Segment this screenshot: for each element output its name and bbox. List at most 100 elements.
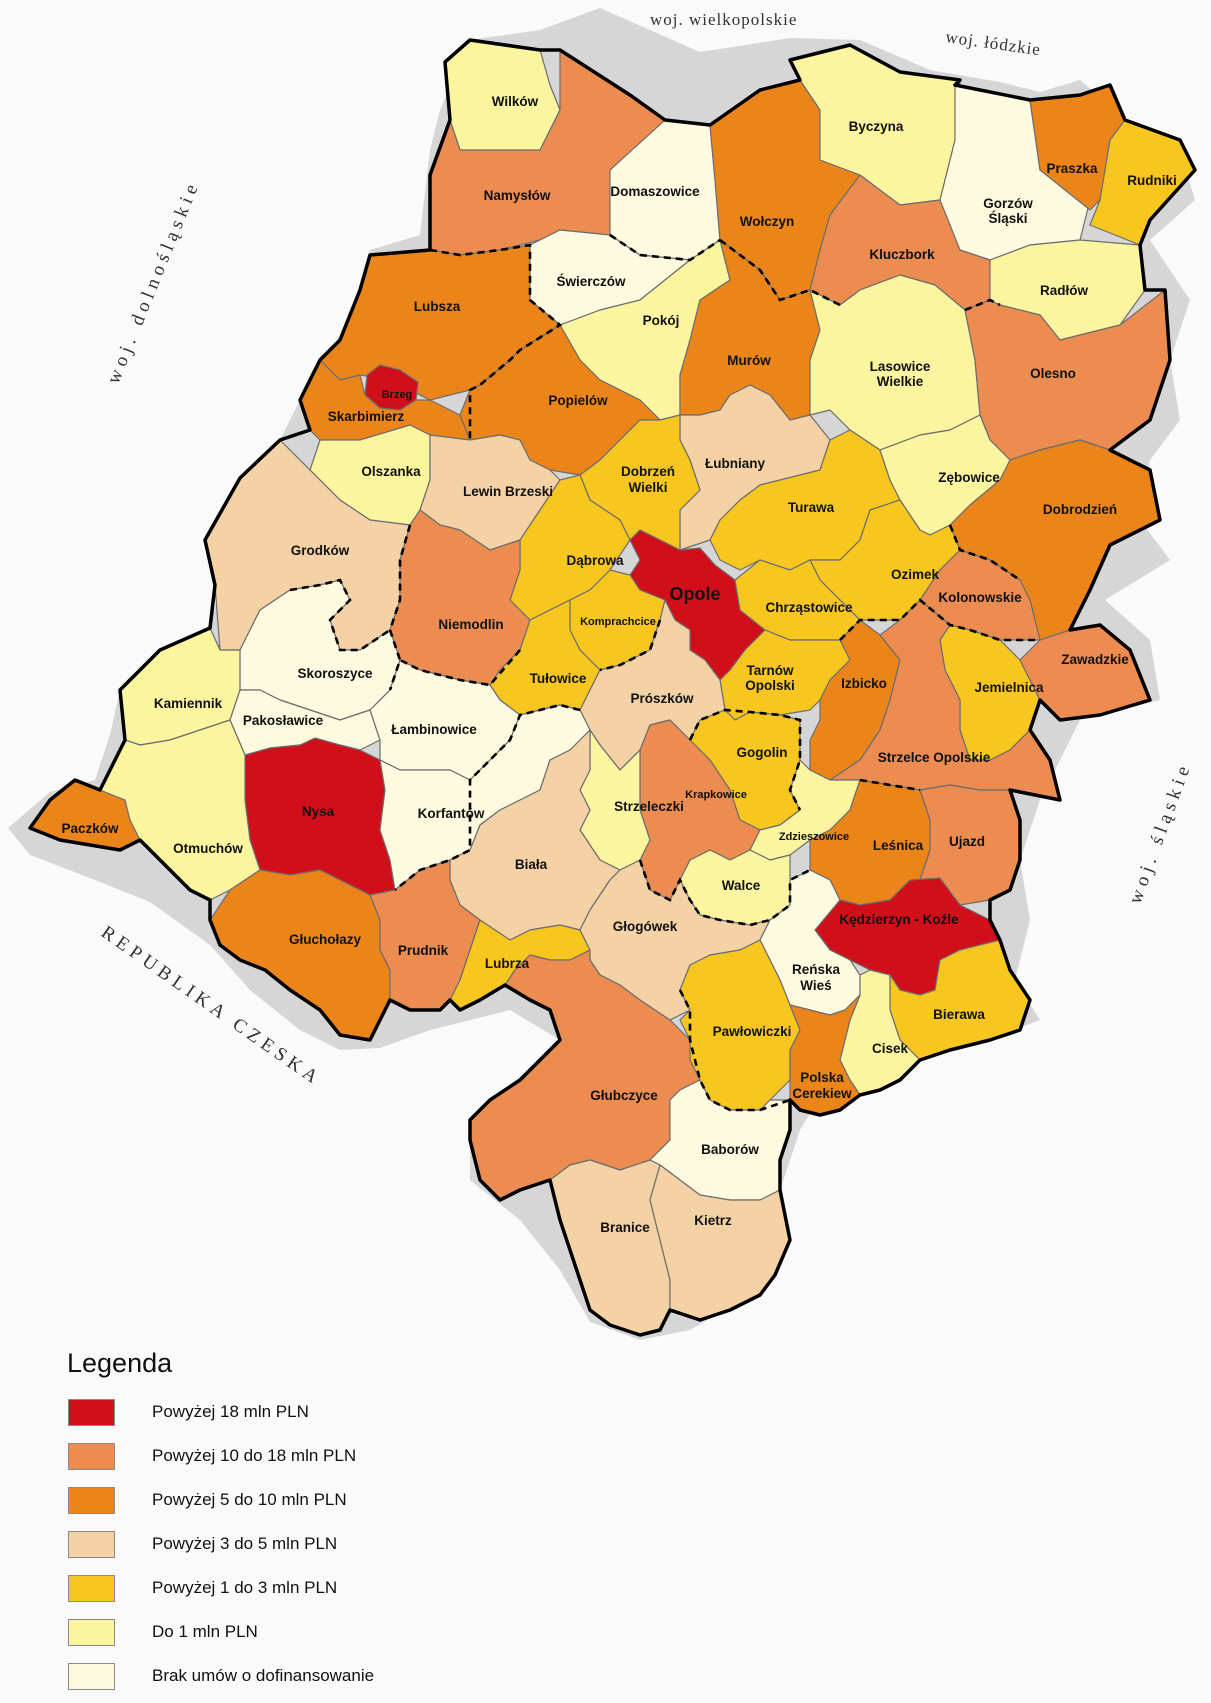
label-cisek: Cisek bbox=[872, 1041, 909, 1056]
neighbor-dolnoslaskie: woj. dolnośląskie bbox=[103, 177, 204, 387]
label-walce: Walce bbox=[722, 878, 761, 893]
label-nysa: Nysa bbox=[302, 804, 335, 819]
region-otmuchow bbox=[99, 719, 261, 901]
label-olesno: Olesno bbox=[1030, 366, 1076, 381]
label-tarnow-2: Opolski bbox=[745, 678, 795, 693]
legend-item: Powyżej 1 do 3 mln PLN bbox=[66, 1571, 666, 1615]
label-dobrodzien: Dobrodzień bbox=[1043, 502, 1117, 517]
legend-label: Powyżej 5 do 10 mln PLN bbox=[152, 1490, 347, 1509]
label-skarbimierz: Skarbimierz bbox=[328, 409, 405, 424]
label-turawa: Turawa bbox=[788, 500, 835, 515]
label-kietrz: Kietrz bbox=[694, 1213, 732, 1228]
label-chrzastowice: Chrząstowice bbox=[765, 600, 853, 615]
label-lubniany: Łubniany bbox=[705, 456, 765, 471]
label-kamiennik: Kamiennik bbox=[154, 696, 223, 711]
label-brzeg: Brzeg bbox=[382, 389, 413, 401]
label-byczyna: Byczyna bbox=[849, 119, 904, 134]
label-krapkowice: Krapkowice bbox=[685, 789, 747, 801]
label-zebowice: Zębowice bbox=[938, 470, 1000, 485]
label-strzeleczki: Strzeleczki bbox=[614, 799, 684, 814]
label-swierczow: Świerczów bbox=[556, 274, 626, 289]
label-opole: Opole bbox=[669, 584, 720, 604]
legend-swatch bbox=[68, 1575, 115, 1602]
label-pawlowiczki: Pawłowiczki bbox=[713, 1024, 792, 1039]
legend-label: Powyżej 10 do 18 mln PLN bbox=[152, 1446, 357, 1465]
region-polska bbox=[789, 994, 861, 1116]
label-ujazd: Ujazd bbox=[949, 834, 985, 849]
label-komprachcice: Komprachcice bbox=[580, 616, 656, 628]
label-dobrzen-1: Dobrzeń bbox=[621, 464, 675, 479]
label-skoroszyce: Skoroszyce bbox=[297, 666, 373, 681]
label-kolonowskie: Kolonowskie bbox=[938, 590, 1022, 605]
label-radlow: Radłów bbox=[1040, 283, 1089, 298]
label-grodkow: Grodków bbox=[291, 543, 350, 558]
label-polska-1: Polska bbox=[800, 1070, 844, 1085]
label-paczkow: Paczków bbox=[61, 821, 119, 836]
label-tarnow-1: Tarnów bbox=[747, 663, 794, 678]
label-popielow: Popielów bbox=[548, 393, 608, 408]
label-domaszowice: Domaszowice bbox=[610, 184, 700, 199]
label-bierawa: Bierawa bbox=[933, 1007, 985, 1022]
label-gogolin: Gogolin bbox=[737, 745, 788, 760]
label-proszkow: Prószków bbox=[630, 691, 694, 706]
label-branice: Branice bbox=[600, 1220, 650, 1235]
label-olszanka: Olszanka bbox=[361, 464, 421, 479]
label-lesnica: Leśnica bbox=[873, 838, 924, 853]
legend-swatch bbox=[68, 1399, 115, 1426]
label-lasowice-1: Lasowice bbox=[870, 359, 931, 374]
label-renska-2: Wieś bbox=[800, 978, 831, 993]
label-glubczyce: Głubczyce bbox=[590, 1088, 658, 1103]
voivodeship-map: woj. wielkopolskie woj. łódzkie woj. dol… bbox=[8, 8, 1197, 1340]
legend-label: Powyżej 1 do 3 mln PLN bbox=[152, 1578, 338, 1597]
label-murow: Murów bbox=[727, 353, 771, 368]
label-ozimek: Ozimek bbox=[891, 567, 940, 582]
legend-swatch bbox=[68, 1663, 115, 1690]
region-labels: Wilków Namysłów Domaszowice Wołczyn Bycz… bbox=[61, 94, 1176, 1235]
label-pokoj: Pokój bbox=[643, 313, 680, 328]
label-lewin: Lewin Brzeski bbox=[463, 484, 553, 499]
label-jemielnica: Jemielnica bbox=[974, 680, 1044, 695]
legend-label: Powyżej 3 do 5 mln PLN bbox=[152, 1534, 338, 1553]
legend-swatch bbox=[68, 1443, 115, 1470]
label-rudniki: Rudniki bbox=[1127, 173, 1177, 188]
legend-item: Do 1 mln PLN bbox=[66, 1615, 666, 1659]
label-biala: Biała bbox=[515, 857, 548, 872]
legend-item: Powyżej 18 mln PLN bbox=[66, 1395, 666, 1439]
county-borders bbox=[289, 233, 1040, 1112]
legend-item: Brak umów o dofinansowanie bbox=[66, 1659, 666, 1703]
outer-border bbox=[28, 38, 1197, 1337]
label-pakoslawice: Pakosławice bbox=[243, 713, 324, 728]
neighbor-lodzkie: woj. łódzkie bbox=[944, 27, 1042, 59]
label-otmuchow: Otmuchów bbox=[173, 841, 243, 856]
legend-label: Powyżej 18 mln PLN bbox=[152, 1402, 309, 1421]
label-niemodlin: Niemodlin bbox=[438, 617, 503, 632]
legend-item: Powyżej 10 do 18 mln PLN bbox=[66, 1439, 666, 1483]
label-lambinowice: Łambinowice bbox=[391, 722, 477, 737]
label-dabrowa: Dąbrowa bbox=[566, 553, 624, 568]
legend-title: Legenda bbox=[67, 1348, 173, 1378]
label-izbicko: Izbicko bbox=[841, 676, 887, 691]
legend-items: Powyżej 18 mln PLN Powyżej 10 do 18 mln … bbox=[66, 1395, 666, 1703]
label-lubrza: Lubrza bbox=[485, 956, 530, 971]
label-praszka: Praszka bbox=[1046, 161, 1098, 176]
legend-swatch bbox=[68, 1531, 115, 1558]
legend-swatch bbox=[68, 1487, 115, 1514]
neighbor-slaskie: woj. śląskie bbox=[1125, 759, 1196, 907]
legend-swatch bbox=[68, 1619, 115, 1646]
label-glogowek: Głogówek bbox=[613, 919, 678, 934]
label-zdzieszowice: Zdzieszowice bbox=[779, 831, 849, 843]
label-renska-1: Reńska bbox=[792, 962, 841, 977]
label-namyslow: Namysłów bbox=[484, 188, 551, 203]
label-kluczbork: Kluczbork bbox=[869, 247, 935, 262]
label-strzelce: Strzelce Opolskie bbox=[878, 750, 991, 765]
label-zawadzkie: Zawadzkie bbox=[1061, 652, 1129, 667]
label-baborow: Baborów bbox=[701, 1142, 759, 1157]
label-wolczyn: Wołczyn bbox=[740, 214, 795, 229]
label-kedzierzyn: Kędzierzyn - Koźle bbox=[839, 912, 959, 927]
legend: Legenda Powyżej 18 mln PLN Powyżej 10 do… bbox=[66, 1348, 666, 1703]
neighbor-wielkopolskie: woj. wielkopolskie bbox=[650, 10, 797, 29]
label-glucholazy: Głuchołazy bbox=[289, 932, 362, 947]
legend-label: Brak umów o dofinansowanie bbox=[152, 1666, 375, 1685]
label-gorzow-2: Śląski bbox=[988, 211, 1027, 226]
label-lubsza: Lubsza bbox=[414, 299, 461, 314]
